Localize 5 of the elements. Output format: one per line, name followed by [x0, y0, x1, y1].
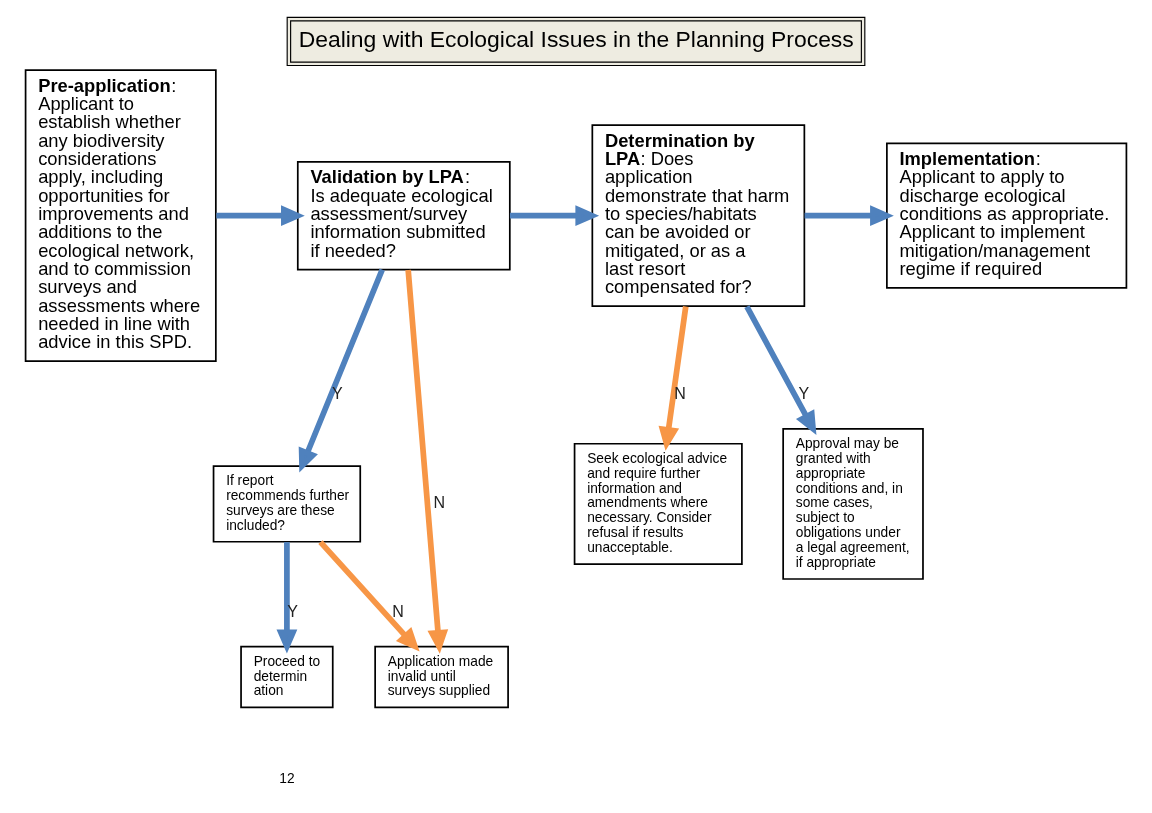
edge-label: N	[433, 493, 446, 512]
diagram-title: Dealing with Ecological Issues in the Planning Process	[298, 26, 854, 53]
edge-label: Y	[798, 384, 810, 403]
label: 12	[279, 771, 295, 787]
edge-label: N	[392, 602, 404, 621]
